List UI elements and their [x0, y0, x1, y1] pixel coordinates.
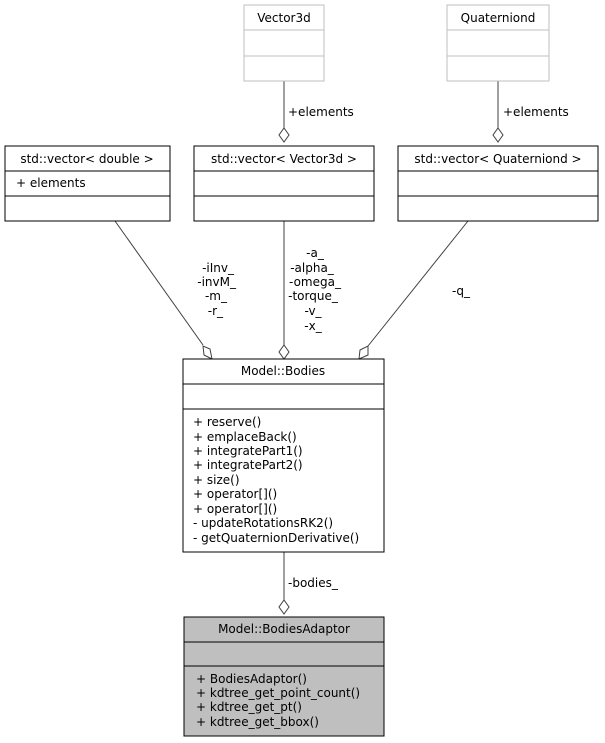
edge-label-elements-vector3d: +elements: [288, 105, 354, 119]
class-name: std::vector< Quaterniond >: [414, 152, 581, 166]
edge-vector-double-to-bodies: [114, 220, 213, 360]
edge-label-vector3d-members: -a_ -alpha_ -omega_ -torque_ -v_ -x_: [288, 246, 342, 333]
edge-label-line: -m_: [205, 289, 228, 303]
class-box-std-vector-double[interactable]: std::vector< double > + elements: [4, 145, 171, 222]
aggregation-diamond-icon: [278, 127, 290, 143]
class-box-std-vector-vector3d[interactable]: std::vector< Vector3d >: [193, 145, 375, 222]
class-name: Vector3d: [257, 11, 311, 25]
edge-bodies-to-adaptor: [278, 552, 290, 615]
aggregation-diamond-icon: [358, 345, 369, 360]
edge-label-elements-quaterniond: +elements: [503, 105, 569, 119]
edge-label-line: -omega_: [289, 275, 342, 289]
class-method: + integratePart2(): [193, 458, 303, 472]
aggregation-diamond-icon: [278, 599, 290, 615]
edge-label-line: -invM_: [197, 275, 237, 289]
class-attribute: + elements: [16, 176, 86, 190]
class-box-model-bodies[interactable]: Model::Bodies + reserve() + emplaceBack(…: [182, 358, 385, 553]
edge-vector3d-to-vector: [278, 81, 290, 143]
class-name: Quaterniond: [461, 11, 536, 25]
class-method: - getQuaternionDerivative(): [193, 531, 359, 545]
aggregation-diamond-icon: [278, 344, 290, 360]
class-method: + BodiesAdaptor(): [196, 672, 307, 686]
edge-label-line: -torque_: [288, 289, 339, 303]
class-box-std-vector-quaterniond[interactable]: std::vector< Quaterniond >: [397, 145, 599, 222]
edge-label-q: -q_: [452, 284, 471, 298]
class-method: + operator[](): [193, 502, 277, 516]
class-method: + integratePart1(): [193, 444, 303, 458]
class-method: + emplaceBack(): [193, 430, 297, 444]
edge-label-line: -a_: [306, 246, 325, 260]
edge-label-line: -alpha_: [290, 261, 335, 275]
class-method: + reserve(): [193, 415, 261, 429]
class-method: + size(): [193, 473, 240, 487]
class-name: Model::Bodies: [241, 364, 325, 378]
edge-label-double-members: -iInv_ -invM_ -m_ -r_: [197, 261, 237, 318]
edge-label-line: -x_: [304, 319, 322, 333]
class-name: Model::BodiesAdaptor: [218, 622, 350, 636]
class-box-vector3d[interactable]: Vector3d: [243, 4, 325, 82]
class-method: - updateRotationsRK2(): [193, 516, 333, 530]
aggregation-diamond-icon: [492, 127, 504, 143]
aggregation-diamond-icon: [202, 345, 213, 360]
edge-label-line: -iInv_: [202, 261, 235, 275]
edge-label-line: -r_: [208, 304, 224, 318]
edge-label-line: -v_: [304, 304, 322, 318]
edge-quaterniond-to-vector: [492, 81, 504, 143]
edge-label-bodies: -bodies_: [288, 576, 339, 590]
class-method: + kdtree_get_pt(): [196, 700, 302, 714]
class-method: + kdtree_get_point_count(): [196, 686, 360, 700]
edge-vector-quaterniond-to-bodies: [358, 220, 469, 360]
class-name: std::vector< Vector3d >: [211, 152, 357, 166]
class-method: + operator[](): [193, 487, 277, 501]
class-box-quaterniond[interactable]: Quaterniond: [446, 4, 550, 82]
class-method: + kdtree_get_bbox(): [196, 715, 319, 729]
class-name: std::vector< double >: [20, 152, 153, 166]
class-box-model-bodies-adaptor[interactable]: Model::BodiesAdaptor + BodiesAdaptor() +…: [183, 616, 385, 737]
